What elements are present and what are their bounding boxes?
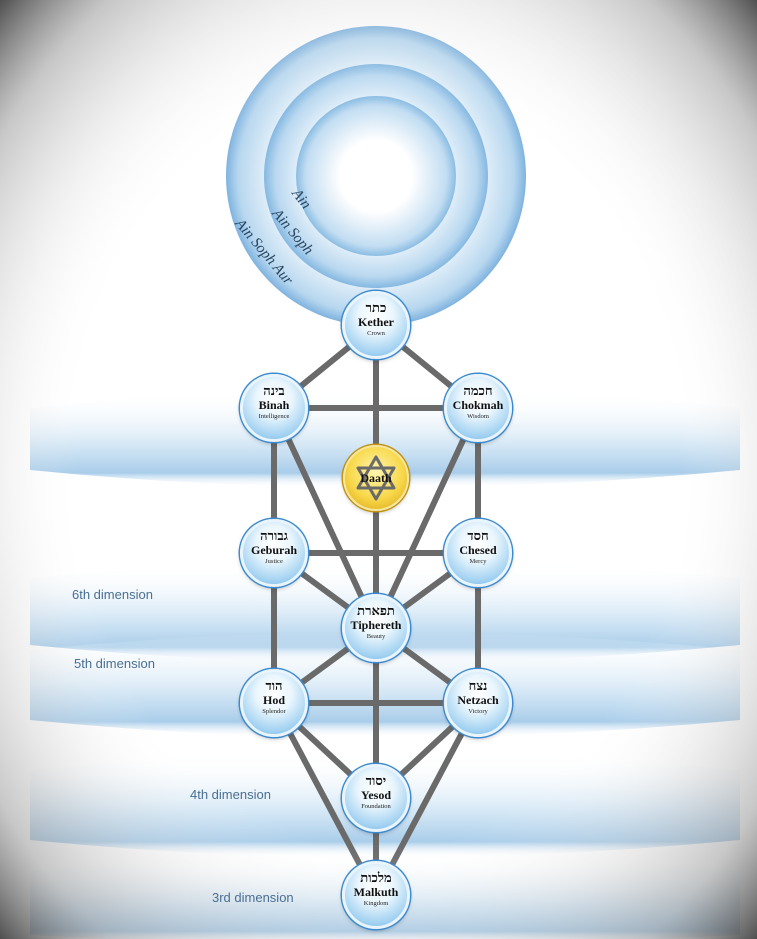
- sefira-meaning: Wisdom: [467, 413, 489, 420]
- sefira-meaning: Justice: [265, 558, 283, 565]
- sefira-name: Chokmah: [452, 398, 504, 412]
- sefira-meaning: Crown: [367, 330, 385, 337]
- hebrew-label: הוד: [265, 678, 283, 693]
- sefira-meaning: Kingdom: [363, 900, 389, 907]
- sefira-hod: הוד Hod Splendor: [240, 669, 308, 737]
- hebrew-label: מלכות: [360, 870, 392, 885]
- sefira-name: Tiphereth: [350, 618, 402, 632]
- hebrew-label: חכמה: [463, 383, 493, 398]
- sefira-meaning: Splendor: [262, 708, 286, 715]
- sefira-meaning: Victory: [468, 708, 488, 715]
- sefira-meaning: Mercy: [469, 558, 487, 565]
- sefira-meaning: Foundation: [361, 803, 391, 810]
- sefira-chesed: חסד Chesed Mercy: [444, 519, 512, 587]
- sefira-name: Geburah: [250, 543, 297, 557]
- hebrew-label: גבורה: [260, 528, 288, 543]
- hebrew-label: תפארת: [357, 603, 395, 618]
- sefira-geburah: גבורה Geburah Justice: [240, 519, 308, 587]
- sefira-meaning: Beauty: [366, 633, 386, 640]
- sefira-yesod: יסוד Yesod Foundation: [342, 764, 410, 832]
- sefira-name: Malkuth: [353, 885, 399, 899]
- sefira-name: Kether: [358, 315, 394, 329]
- sefira-name: Yesod: [360, 788, 391, 802]
- sefira-chokmah: חכמה Chokmah Wisdom: [444, 374, 512, 442]
- sefira-tiphereth: תפארת Tiphereth Beauty: [342, 594, 410, 662]
- sefira-name: Chesed: [459, 543, 497, 557]
- sefira-meaning: Intelligence: [258, 413, 290, 420]
- sefira-malkuth: מלכות Malkuth Kingdom: [342, 861, 410, 929]
- hebrew-label: בינה: [263, 383, 285, 398]
- sefira-name: Binah: [258, 398, 290, 412]
- sefira-name: Daath: [360, 471, 392, 485]
- hebrew-label: כתר: [365, 300, 387, 315]
- hebrew-label: נצח: [468, 678, 488, 693]
- hebrew-label: חסד: [467, 528, 489, 543]
- hebrew-label: יסוד: [365, 773, 387, 788]
- sefira-name: Netzach: [457, 693, 499, 707]
- sefira-name: Hod: [262, 693, 285, 707]
- sefira-binah: בינה Binah Intelligence: [240, 374, 308, 442]
- dimension-label-3rd: 3rd dimension: [212, 890, 294, 905]
- dimension-label-5th: 5th dimension: [74, 656, 155, 671]
- sefira-netzach: נצח Netzach Victory: [444, 669, 512, 737]
- dimension-label-6th: 6th dimension: [72, 587, 153, 602]
- star-of-david-icon: [356, 455, 396, 501]
- sefira-daath: Daath: [343, 445, 409, 511]
- dimension-label-4th: 4th dimension: [190, 787, 271, 802]
- sefira-kether: כתר Kether Crown: [342, 291, 410, 359]
